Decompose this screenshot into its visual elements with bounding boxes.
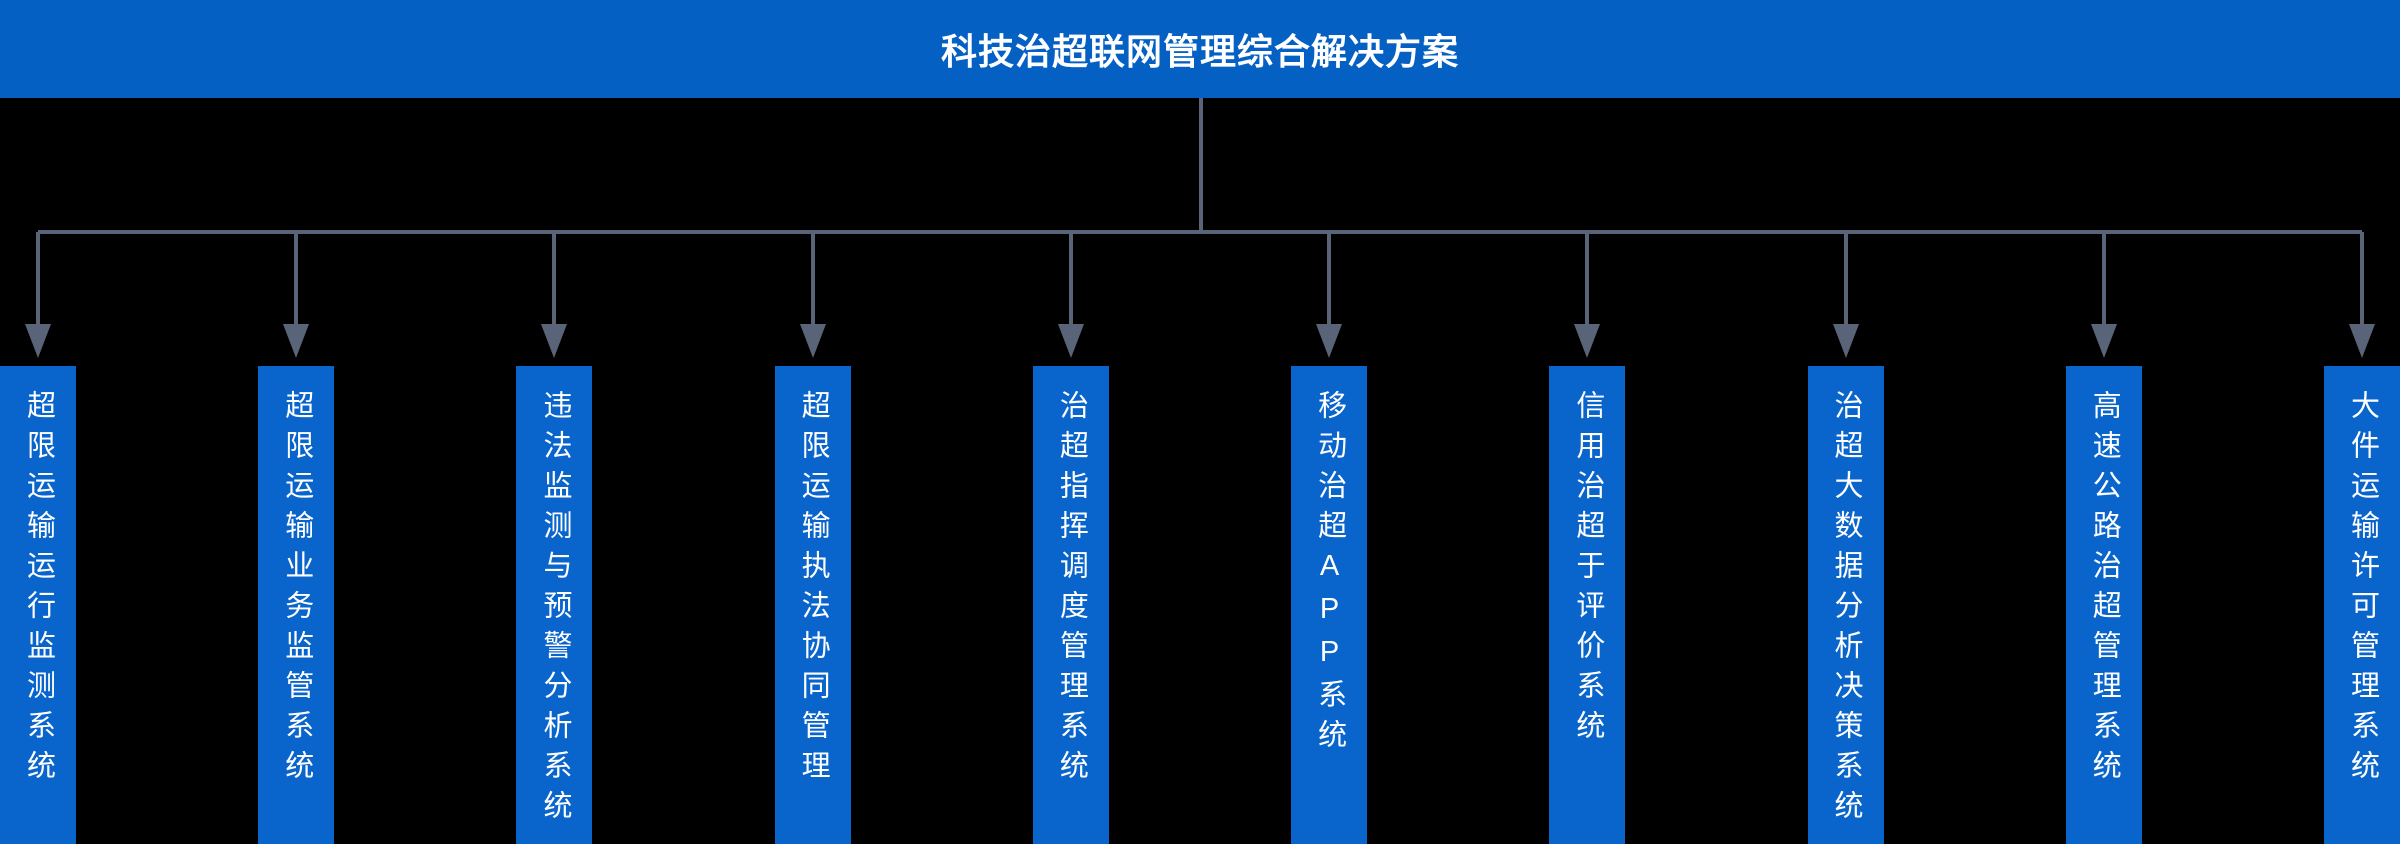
- arrow-down-icon: [1057, 324, 1084, 358]
- connector-drop-line: [1585, 232, 1590, 324]
- arrow-down-icon: [1316, 324, 1343, 358]
- connector-drop-line: [552, 232, 557, 324]
- system-node-label: 超限运输运行监测系统: [22, 390, 55, 790]
- system-node-label: 信用治超于评价系统: [1571, 390, 1604, 750]
- system-node-label: 治超指挥调度管理系统: [1055, 390, 1088, 790]
- system-node-box: 超限运输业务监管系统: [258, 366, 335, 844]
- system-column-1: 超限运输运行监测系统: [0, 232, 76, 844]
- arrow-down-icon: [2348, 324, 2375, 358]
- system-node-box: 移动治超APP系统: [1291, 366, 1368, 844]
- arrow-down-icon: [1574, 324, 1601, 358]
- system-node-box: 大件运输许可管理系统: [2323, 366, 2400, 844]
- connector-drop-line: [2101, 232, 2106, 324]
- system-node-label: 治超大数据分析决策系统: [1830, 390, 1863, 830]
- system-column-3: 违法监测与预警分析系统: [516, 232, 593, 844]
- arrow-down-icon: [1832, 324, 1859, 358]
- connector-drop-line: [810, 232, 815, 324]
- system-node-box: 超限运输运行监测系统: [0, 366, 76, 844]
- arrow-down-icon: [541, 324, 568, 358]
- system-column-6: 移动治超APP系统: [1291, 232, 1368, 844]
- arrow-down-icon: [25, 324, 51, 358]
- connector-stem: [1199, 98, 1203, 232]
- system-node-box: 治超指挥调度管理系统: [1032, 366, 1109, 844]
- system-node-label: 高速公路治超管理系统: [2088, 390, 2121, 790]
- system-node-label: 超限运输业务监管系统: [280, 390, 313, 790]
- system-node-label: 超限运输执法协同管理: [797, 390, 830, 790]
- connector-drop-line: [1327, 232, 1332, 324]
- connector-drop-line: [294, 232, 299, 324]
- arrow-down-icon: [2090, 324, 2117, 358]
- connector-drop-line: [36, 232, 40, 324]
- system-node-box: 违法监测与预警分析系统: [516, 366, 593, 844]
- connector-drop-line: [1068, 232, 1073, 324]
- arrow-down-icon: [283, 324, 310, 358]
- connector-drop-line: [2359, 232, 2364, 324]
- system-column-5: 治超指挥调度管理系统: [1032, 232, 1109, 844]
- system-node-box: 治超大数据分析决策系统: [1807, 366, 1884, 844]
- system-column-7: 信用治超于评价系统: [1549, 232, 1626, 844]
- arrow-down-icon: [799, 324, 826, 358]
- system-column-10: 大件运输许可管理系统: [2323, 232, 2400, 844]
- system-node-label: 大件运输许可管理系统: [2346, 390, 2379, 790]
- system-node-label: 违法监测与预警分析系统: [538, 390, 571, 830]
- page-title: 科技治超联网管理综合解决方案: [940, 31, 1459, 72]
- system-columns: 超限运输运行监测系统 超限运输业务监管系统 违法监测与预警分析系统 超限运输执法…: [0, 232, 2400, 844]
- connector-horizontal-rail: [38, 230, 2362, 234]
- system-node-box: 超限运输执法协同管理: [774, 366, 851, 844]
- connector-drop-line: [1843, 232, 1848, 324]
- system-column-9: 高速公路治超管理系统: [2065, 232, 2142, 844]
- system-node-label: 移动治超APP系统: [1313, 390, 1346, 759]
- system-column-2: 超限运输业务监管系统: [258, 232, 335, 844]
- system-node-box: 高速公路治超管理系统: [2065, 366, 2142, 844]
- system-node-box: 信用治超于评价系统: [1549, 366, 1626, 844]
- header-banner: 科技治超联网管理综合解决方案: [0, 0, 2400, 98]
- system-column-8: 治超大数据分析决策系统: [1807, 232, 1884, 844]
- system-column-4: 超限运输执法协同管理: [774, 232, 851, 844]
